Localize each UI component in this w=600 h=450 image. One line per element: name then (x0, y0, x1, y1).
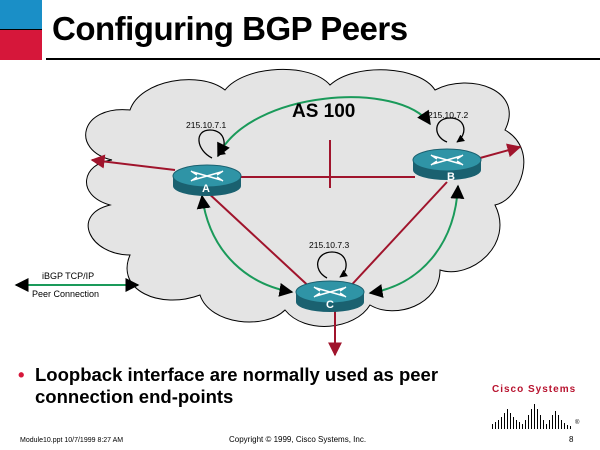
legend-line1: iBGP TCP/IP (42, 271, 94, 281)
router-c-label: C (326, 299, 334, 311)
ibgp-a-b (217, 96, 431, 158)
router-b-ip: 215.10.7.2 (428, 110, 468, 120)
bullet-text: Loopback interface are normally used as … (35, 364, 439, 407)
router-a (172, 164, 242, 196)
router-c (295, 280, 365, 312)
router-a-label: A (202, 183, 210, 195)
router-b-label: B (447, 171, 455, 183)
legend-line2: Peer Connection (32, 289, 99, 299)
title-divider (46, 58, 600, 60)
registered-mark-icon: ® (575, 420, 580, 426)
loopback-arrow-c (317, 251, 348, 279)
external-link-b (479, 143, 522, 159)
as-label: AS 100 (292, 101, 355, 122)
loopback-arrow-a (198, 129, 226, 159)
footer-copyright: Copyright © 1999, Cisco Systems, Inc. (229, 435, 367, 444)
ibgp-b-c (368, 184, 465, 298)
bullet-marker: • (18, 364, 25, 385)
cisco-bridge-icon (492, 404, 571, 429)
router-c-ip: 215.10.7.3 (309, 240, 349, 250)
loopback-arrow-b (436, 117, 465, 143)
slide-title: Configuring BGP Peers (52, 10, 408, 47)
cisco-logo: Cisco Systems ® (488, 380, 580, 438)
router-a-ip: 215.10.7.1 (186, 120, 226, 130)
footer-file: Module10.ppt 10/7/1999 8:27 AM (20, 437, 124, 444)
corner-red-block (0, 30, 42, 60)
page-number: 8 (569, 435, 574, 444)
ibgp-a-c (196, 194, 294, 297)
router-b (412, 148, 482, 180)
corner-blue-block (0, 0, 42, 30)
cisco-logo-text: Cisco Systems (492, 384, 577, 395)
external-link-a (90, 154, 176, 171)
legend: iBGP TCP/IP Peer Connection (14, 271, 140, 299)
